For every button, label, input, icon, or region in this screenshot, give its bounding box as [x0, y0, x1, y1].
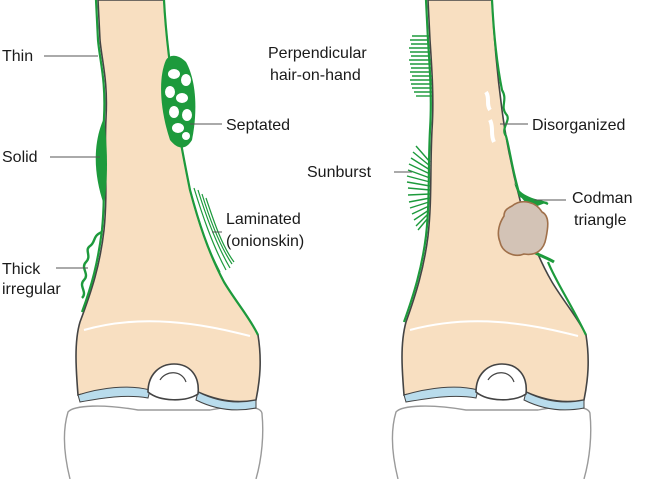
solid-reaction [95, 118, 107, 205]
label-perpendicular-2: hair-on-hand [270, 67, 361, 84]
leader-lines [44, 55, 566, 269]
label-disorganized: Disorganized [532, 117, 625, 134]
right-periosteum-left [402, 0, 432, 323]
right-cartilage-lateral [523, 391, 585, 411]
label-laminated-1: Laminated [226, 211, 301, 228]
left-cartilage-medial [77, 386, 151, 403]
label-codman-2: triangle [574, 212, 627, 229]
label-thin: Thin [2, 48, 33, 65]
left-cartilage-lateral [195, 391, 257, 411]
label-laminated-2: (onionskin) [226, 233, 304, 250]
right-tibia [391, 405, 592, 479]
left-epiphyseal-line [83, 320, 251, 337]
thick-irregular-reaction [80, 230, 103, 299]
left-tibia [63, 405, 264, 479]
label-sunburst: Sunburst [307, 164, 372, 181]
right-cartilage-medial [403, 386, 479, 403]
label-perpendicular-1: Perpendicular [268, 45, 367, 62]
tumor-mass [497, 200, 549, 257]
left-femur [63, 0, 264, 479]
label-septated: Septated [226, 117, 290, 134]
right-notch [475, 363, 527, 401]
label-thick-1: Thick [2, 261, 41, 278]
perpendicular-reaction [409, 35, 432, 97]
left-notch [147, 363, 199, 401]
right-epiphyseal-line [409, 320, 579, 337]
sunburst-reaction [406, 145, 431, 231]
label-thick-2: irregular [2, 281, 61, 298]
right-femur [391, 0, 592, 479]
label-codman-1: Codman [572, 190, 632, 207]
septated-reaction [161, 55, 196, 148]
label-solid: Solid [2, 149, 38, 166]
codman-triangle-reaction [514, 182, 548, 208]
